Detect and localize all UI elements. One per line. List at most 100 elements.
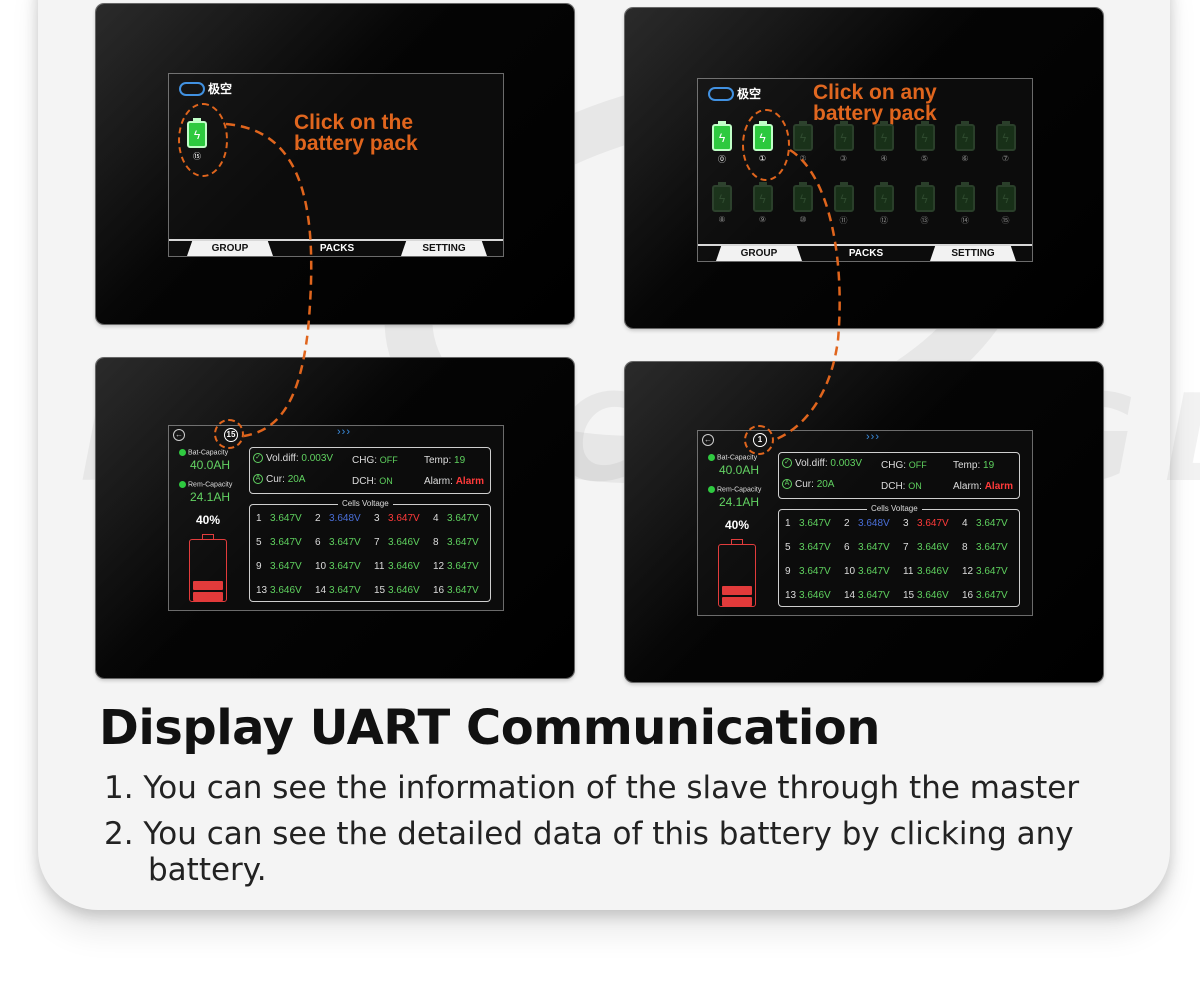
bolt-icon: ϟ xyxy=(914,124,935,151)
chg-field: CHG: OFF xyxy=(881,460,927,471)
bat-capacity-label: Bat-Capacity xyxy=(179,449,228,456)
tab-group[interactable]: GROUP xyxy=(716,246,802,261)
cell-voltage-4: 4 3.647V xyxy=(433,513,479,524)
bolt-icon: ϟ xyxy=(955,185,975,212)
battery-pack-0[interactable]: ϟ xyxy=(712,121,732,151)
rem-capacity-value: 24.1AH xyxy=(718,495,760,509)
cell-value: 3.647V xyxy=(447,513,479,524)
cell-value: 3.648V xyxy=(329,513,361,524)
battery-pack-6-number: ⑥ xyxy=(961,154,969,163)
cell-value: 3.646V xyxy=(799,590,831,601)
alarm-field: Alarm: Alarm xyxy=(424,476,485,487)
tab-packs[interactable]: PACKS xyxy=(319,243,355,254)
cell-number: 12 xyxy=(433,561,445,572)
brand-logo: 极空 xyxy=(708,85,761,102)
soc-percent: 40% xyxy=(195,513,221,527)
battery-pack-8[interactable]: ϟ xyxy=(712,182,732,212)
battery-pack-2[interactable]: ϟ xyxy=(793,121,813,151)
cell-value: 3.647V xyxy=(329,585,361,596)
temp-field: Temp: 19 xyxy=(424,455,466,466)
cell-number: 2 xyxy=(315,513,321,524)
page-title: Display UART Communication xyxy=(99,700,880,756)
cell-value: 3.647V xyxy=(917,518,949,529)
battery-pack-11-number: ⑪ xyxy=(839,216,848,225)
bolt-icon: ϟ xyxy=(793,124,813,151)
battery-pack-11[interactable]: ϟ xyxy=(833,182,854,212)
cell-number: 5 xyxy=(256,537,262,548)
cell-number: 6 xyxy=(844,542,850,553)
next-arrows-icon[interactable]: ››› xyxy=(337,426,351,438)
cell-number: 15 xyxy=(374,585,386,596)
tab-group[interactable]: GROUP xyxy=(187,241,273,256)
highlight-battery-15 xyxy=(178,103,228,177)
screen-detail-1: ← 1 ››› Bat-Capacity 40.0AH Rem-Capacity… xyxy=(697,430,1033,616)
point-1: 1. You can see the information of the sl… xyxy=(104,770,1080,806)
battery-pack-13[interactable]: ϟ xyxy=(914,182,935,212)
next-arrows-icon[interactable]: ››› xyxy=(866,431,880,443)
voldiff-field: ✓Vol.diff: 0.003V xyxy=(782,458,862,469)
cell-value: 3.647V xyxy=(799,518,831,529)
cell-number: 2 xyxy=(844,518,850,529)
bolt-icon: ϟ xyxy=(712,124,732,151)
battery-pack-3[interactable]: ϟ xyxy=(833,121,854,151)
battery-pack-5[interactable]: ϟ xyxy=(914,121,935,151)
cell-value: 3.647V xyxy=(329,561,361,572)
cell-number: 15 xyxy=(903,590,915,601)
battery-pack-15[interactable]: ϟ xyxy=(995,182,1016,212)
battery-pack-7[interactable]: ϟ xyxy=(995,121,1016,151)
tab-packs[interactable]: PACKS xyxy=(848,248,884,259)
cell-value: 3.647V xyxy=(976,590,1008,601)
cell-number: 14 xyxy=(315,585,327,596)
battery-pack-14[interactable]: ϟ xyxy=(955,182,975,212)
current-icon: A xyxy=(253,474,263,485)
cell-number: 10 xyxy=(844,566,856,577)
back-arrow-icon[interactable]: ← xyxy=(702,434,714,446)
callout-line-1: Click on any xyxy=(813,81,937,104)
battery-pack-3-number: ③ xyxy=(839,154,848,163)
panel-detail-15: ← 15 ››› Bat-Capacity 40.0AH Rem-Capacit… xyxy=(96,358,574,678)
cells-voltage-title: Cells Voltage xyxy=(867,504,922,513)
tab-setting[interactable]: SETTING xyxy=(930,246,1016,261)
cell-number: 10 xyxy=(315,561,327,572)
rem-capacity-label: Rem-Capacity xyxy=(179,481,232,488)
battery-pack-12[interactable]: ϟ xyxy=(874,182,894,212)
highlight-detail-1 xyxy=(744,425,774,455)
current-icon: A xyxy=(782,479,792,490)
rem-capacity-value: 24.1AH xyxy=(189,490,231,504)
brand-logo-text: 极空 xyxy=(208,82,233,96)
battery-pack-6[interactable]: ϟ xyxy=(955,121,975,151)
cell-number: 8 xyxy=(962,542,968,553)
bolt-icon: ϟ xyxy=(914,185,935,212)
cell-number: 4 xyxy=(433,513,439,524)
cell-number: 14 xyxy=(844,590,856,601)
cell-value: 3.647V xyxy=(447,537,479,548)
tab-setting[interactable]: SETTING xyxy=(401,241,487,256)
cell-value: 3.647V xyxy=(858,542,890,553)
back-arrow-icon[interactable]: ← xyxy=(173,429,185,441)
cell-value: 3.646V xyxy=(917,542,949,553)
battery-pack-10[interactable]: ϟ xyxy=(793,182,813,212)
bolt-icon: ϟ xyxy=(712,185,732,212)
screen-detail-15: ← 15 ››› Bat-Capacity 40.0AH Rem-Capacit… xyxy=(168,425,504,611)
battery-pack-4[interactable]: ϟ xyxy=(874,121,894,151)
battery-pack-9[interactable]: ϟ xyxy=(752,182,773,212)
